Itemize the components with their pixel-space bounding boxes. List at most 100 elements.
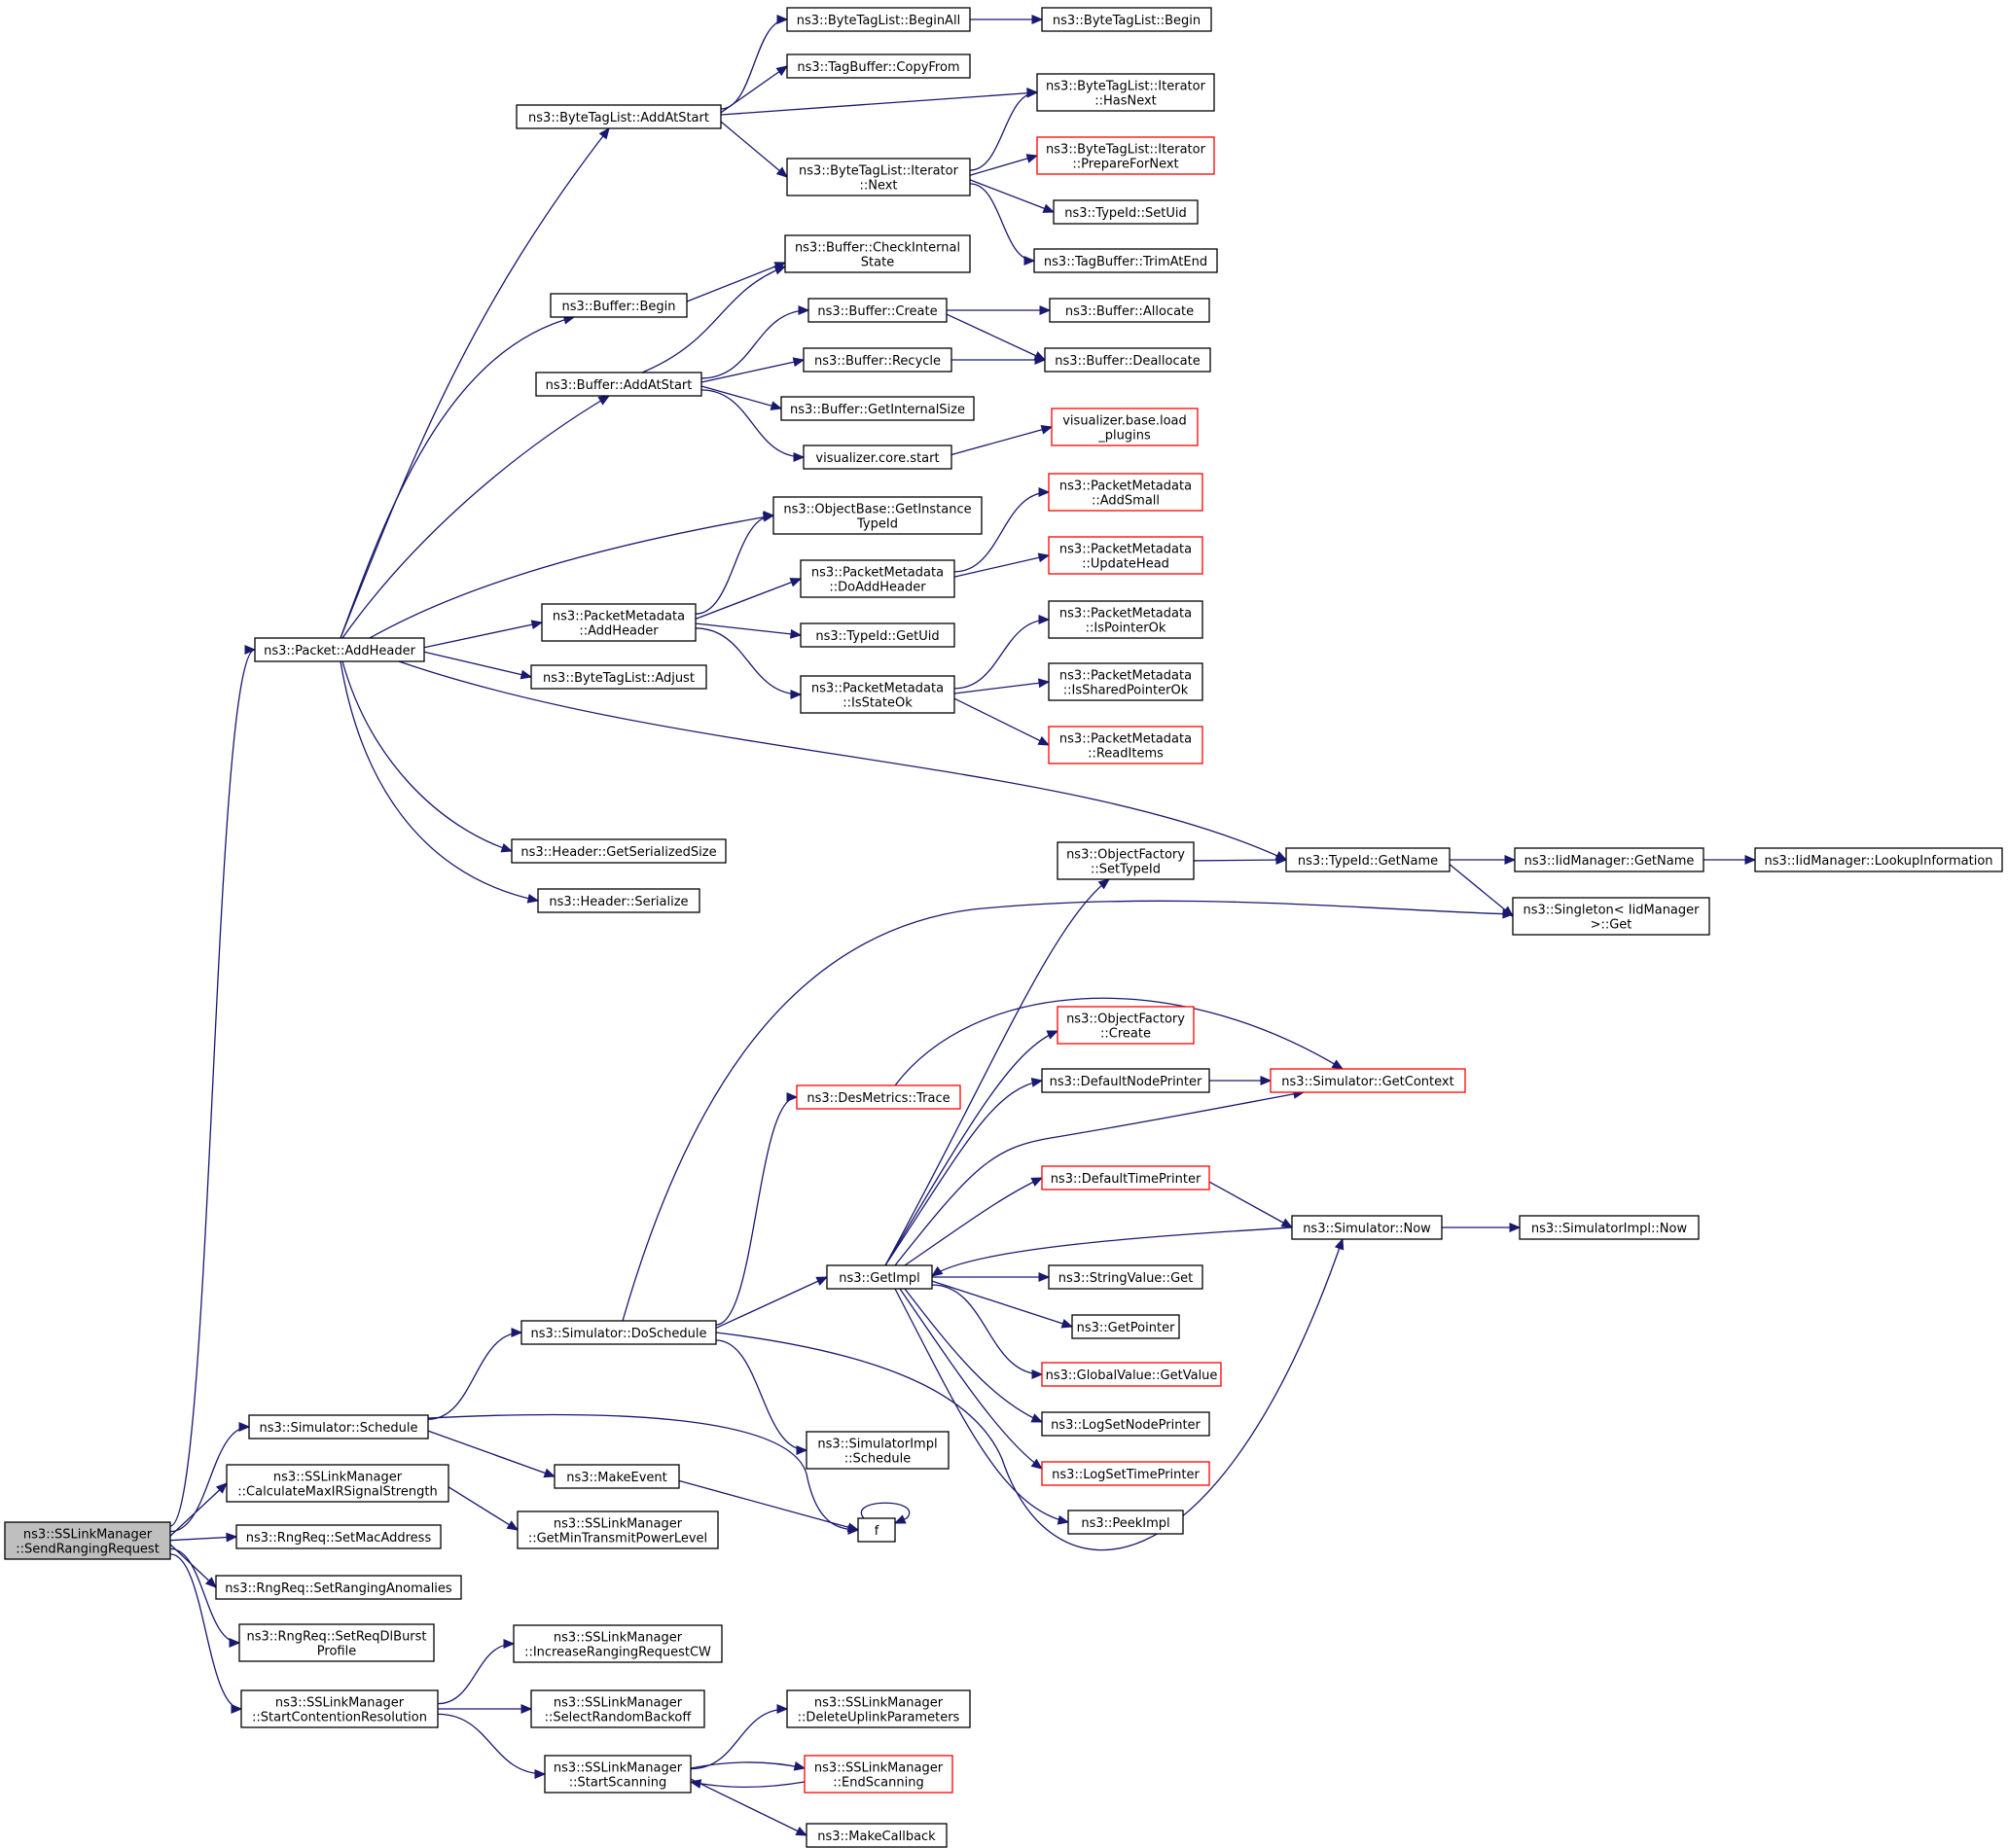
edge-line <box>695 515 774 615</box>
node-ss-endscanning[interactable]: ns3::SSLinkManager::EndScanning <box>804 1755 953 1794</box>
node-desmetrics-trace[interactable]: ns3::DesMetrics::Trace <box>796 1084 961 1110</box>
node-buffer-create[interactable]: ns3::Buffer::Create <box>807 298 948 323</box>
node-label: visualizer.core.start <box>815 451 939 466</box>
node-label: ns3::DesMetrics::Trace <box>807 1091 950 1106</box>
edge-defaultnodeprinter-to-simulator-getcontext <box>1209 1076 1273 1085</box>
node-iidmanager-getname[interactable]: ns3::IidManager::GetName <box>1514 847 1704 872</box>
node-rngreq-setranginganomalies[interactable]: ns3::RngReq::SetRangingAnomalies <box>215 1575 462 1600</box>
node-label: ns3::GetPointer <box>1077 1321 1175 1335</box>
edge-line <box>931 1280 1073 1328</box>
node-box <box>1033 248 1218 273</box>
node-f[interactable]: f <box>857 1517 896 1543</box>
node-bytetaglist-begin[interactable]: ns3::ByteTagList::Begin <box>1041 7 1212 32</box>
edge-getimpl-to-defaulttimeprinter <box>904 1177 1044 1266</box>
node-rngreq-setmacaddress[interactable]: ns3::RngReq::SetMacAddress <box>235 1524 442 1549</box>
edge-line <box>423 622 543 649</box>
node-pm-addsmall[interactable]: ns3::PacketMetadata::AddSmall <box>1048 473 1203 512</box>
node-box <box>807 298 948 323</box>
node-makecallback[interactable]: ns3::MakeCallback <box>806 1823 948 1848</box>
node-label: State <box>861 256 894 270</box>
node-typeid-getname[interactable]: ns3::TypeId::GetName <box>1285 847 1451 872</box>
node-pm-doaddheader[interactable]: ns3::PacketMetadata::DoAddHeader <box>800 559 955 598</box>
node-send-ranging-request[interactable]: ns3::SSLinkManager::SendRangingRequest <box>4 1521 171 1560</box>
node-pm-issharedpointerok[interactable]: ns3::PacketMetadata::IsSharedPointerOk <box>1048 662 1203 701</box>
node-buffer-addatstart[interactable]: ns3::Buffer::AddAtStart <box>535 372 702 397</box>
node-packet-addheader[interactable]: ns3::Packet::AddHeader <box>254 637 425 662</box>
node-defaultnodeprinter[interactable]: ns3::DefaultNodePrinter <box>1041 1068 1210 1093</box>
node-box <box>537 888 700 913</box>
arrow-head <box>1744 855 1757 865</box>
node-bytetaglist-addatstart[interactable]: ns3::ByteTagList::AddAtStart <box>516 104 722 129</box>
node-logsetnodeprinter[interactable]: ns3::LogSetNodePrinter <box>1041 1411 1210 1437</box>
node-header-serialize[interactable]: ns3::Header::Serialize <box>537 888 700 913</box>
node-iterator-hasnext[interactable]: ns3::ByteTagList::Iterator::HasNext <box>1036 73 1215 112</box>
node-singleton-get[interactable]: ns3::Singleton< IidManager>::Get <box>1512 897 1710 936</box>
node-box <box>1291 1215 1443 1240</box>
node-defaulttimeprinter[interactable]: ns3::DefaultTimePrinter <box>1041 1165 1210 1191</box>
node-ss-selectrandombackoff[interactable]: ns3::SSLinkManager::SelectRandomBackoff <box>530 1689 705 1728</box>
edge-line <box>715 1276 828 1330</box>
node-getimpl[interactable]: ns3::GetImpl <box>826 1264 933 1290</box>
node-pm-addheader[interactable]: ns3::PacketMetadata::AddHeader <box>541 603 697 642</box>
edge-line <box>641 266 786 373</box>
edge-line <box>715 1339 807 1451</box>
node-ss-startcontentionresolution[interactable]: ns3::SSLinkManager::StartContentionResol… <box>240 1689 439 1728</box>
node-getpointer[interactable]: ns3::GetPointer <box>1071 1314 1180 1339</box>
arrow-head <box>793 452 806 462</box>
node-pm-readitems[interactable]: ns3::PacketMetadata::ReadItems <box>1048 726 1203 764</box>
node-buffer-deallocate[interactable]: ns3::Buffer::Deallocate <box>1044 347 1211 373</box>
node-ss-startscanning[interactable]: ns3::SSLinkManager::StartScanning <box>544 1755 692 1794</box>
node-objectfactory-settypeid[interactable]: ns3::ObjectFactory::SetTypeId <box>1057 841 1195 880</box>
node-ss-calcmaxirsignalstrength[interactable]: ns3::SSLinkManager::CalculateMaxIRSignal… <box>226 1464 449 1503</box>
node-makeevent[interactable]: ns3::MakeEvent <box>554 1464 680 1489</box>
node-objectfactory-create[interactable]: ns3::ObjectFactory::Create <box>1057 1006 1195 1045</box>
node-tagbuffer-copyfrom[interactable]: ns3::TagBuffer::CopyFrom <box>786 53 971 79</box>
node-visualizer-load-plugins[interactable]: visualizer.base.load_plugins <box>1051 408 1199 446</box>
edge-line <box>899 1288 1043 1470</box>
node-simulatorimpl-schedule[interactable]: ns3::SimulatorImpl::Schedule <box>806 1431 950 1470</box>
node-iterator-preparefornext[interactable]: ns3::ByteTagList::Iterator::PrepareForNe… <box>1036 136 1215 175</box>
node-label: ::IsStateOk <box>843 696 913 711</box>
node-pm-ispointerok[interactable]: ns3::PacketMetadata::IsPointerOk <box>1048 600 1203 639</box>
node-ss-getmintransmitpowerlevel[interactable]: ns3::SSLinkManager::GetMinTransmitPowerL… <box>517 1510 719 1549</box>
node-tagbuffer-trimatend[interactable]: ns3::TagBuffer::TrimAtEnd <box>1033 248 1218 273</box>
node-header-getserializedsize[interactable]: ns3::Header::GetSerializedSize <box>511 838 727 864</box>
node-peekimpl[interactable]: ns3::PeekImpl <box>1067 1510 1184 1535</box>
node-iidmanager-lookupinformation[interactable]: ns3::IidManager::LookupInformation <box>1754 847 2003 872</box>
node-simulator-getcontext[interactable]: ns3::Simulator::GetContext <box>1270 1068 1466 1093</box>
node-buffer-getinternalsize[interactable]: ns3::Buffer::GetInternalSize <box>780 396 975 421</box>
node-globalvalue-getvalue[interactable]: ns3::GlobalValue::GetValue <box>1041 1362 1222 1387</box>
node-bytetaglist-adjust[interactable]: ns3::ByteTagList::Adjust <box>530 664 707 690</box>
edge-ss-startcontentionresolution-to-ss-increaserangingrequestcw <box>437 1639 516 1705</box>
edge-pm-isstateok-to-pm-issharedpointerok <box>953 678 1051 694</box>
node-label: ns3::ByteTagList::AddAtStart <box>528 111 709 125</box>
node-stringvalue-get[interactable]: ns3::StringValue::Get <box>1048 1264 1203 1290</box>
node-ss-increaserangingrequestcw[interactable]: ns3::SSLinkManager::IncreaseRangingReque… <box>513 1624 723 1663</box>
node-box <box>1048 473 1203 512</box>
node-typeid-getuid[interactable]: ns3::TypeId::GetUid <box>800 622 955 648</box>
node-iterator-next[interactable]: ns3::ByteTagList::Iterator::Next <box>786 158 971 196</box>
node-simulatorimpl-now[interactable]: ns3::SimulatorImpl::Now <box>1519 1215 1700 1240</box>
node-pm-updatehead[interactable]: ns3::PacketMetadata::UpdateHead <box>1048 536 1203 575</box>
node-buffer-recycle[interactable]: ns3::Buffer::Recycle <box>803 347 952 373</box>
node-simulator-doschedule[interactable]: ns3::Simulator::DoSchedule <box>520 1320 717 1345</box>
node-label: ns3::Header::GetSerializedSize <box>520 845 716 860</box>
node-simulator-now[interactable]: ns3::Simulator::Now <box>1291 1215 1443 1240</box>
edge-pm-isstateok-to-pm-readitems <box>953 697 1051 746</box>
node-pm-isstateok[interactable]: ns3::PacketMetadata::IsStateOk <box>800 675 955 714</box>
node-buffer-allocate[interactable]: ns3::Buffer::Allocate <box>1049 298 1210 323</box>
node-ss-deleteuplinkparameters[interactable]: ns3::SSLinkManager::DeleteUplinkParamete… <box>786 1689 971 1728</box>
arrow-head <box>1038 1272 1051 1282</box>
node-typeid-setuid[interactable]: ns3::TypeId::SetUid <box>1053 199 1199 225</box>
node-bytetaglist-beginall[interactable]: ns3::ByteTagList::BeginAll <box>786 7 971 32</box>
edge-line <box>340 127 610 639</box>
node-logsettimeprinter[interactable]: ns3::LogSetTimePrinter <box>1041 1461 1210 1486</box>
node-label: ns3::ObjectFactory <box>1066 848 1185 863</box>
node-visualizer-core-start[interactable]: visualizer.core.start <box>803 444 952 470</box>
edge-buffer-create-to-buffer-allocate <box>947 305 1052 315</box>
node-buffer-begin[interactable]: ns3::Buffer::Begin <box>550 293 688 318</box>
node-simulator-schedule[interactable]: ns3::Simulator::Schedule <box>248 1414 429 1439</box>
